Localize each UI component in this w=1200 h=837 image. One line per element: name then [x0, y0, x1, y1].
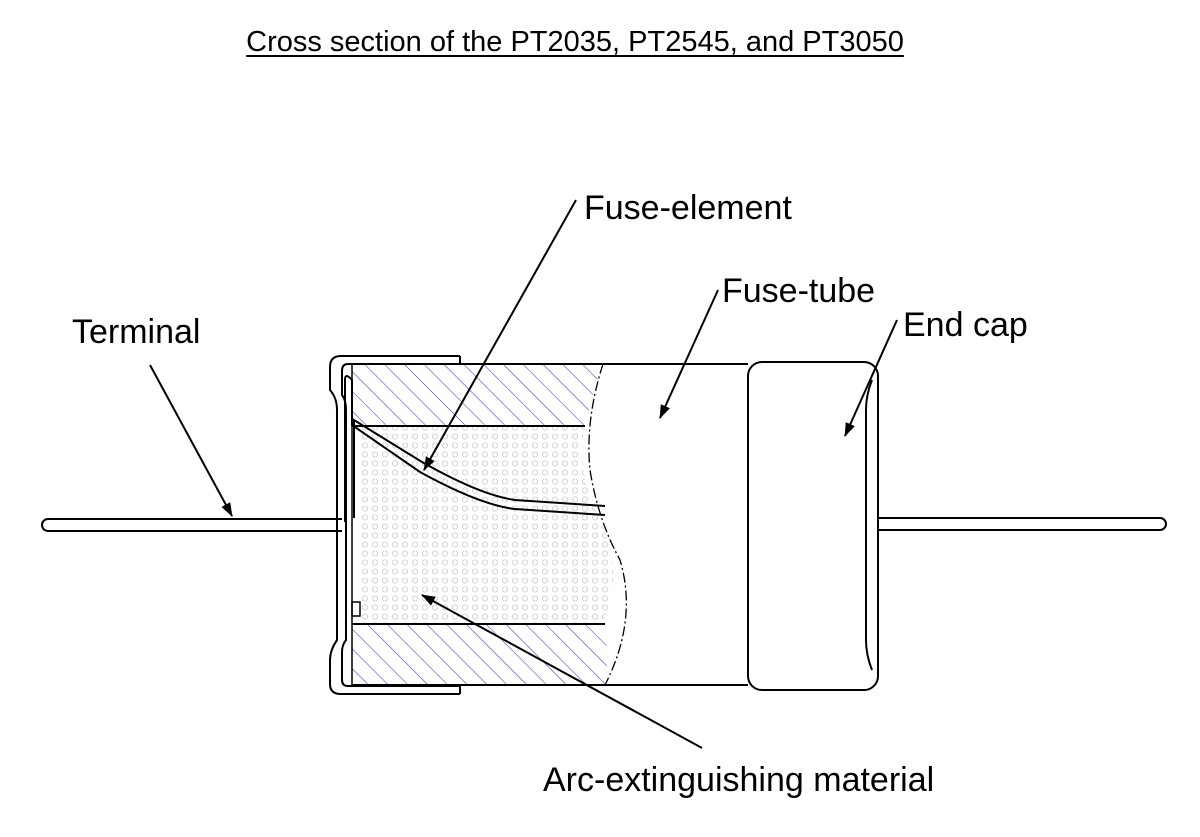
fuse-tube-label: Fuse-tube: [722, 272, 875, 310]
terminal-lead-right: [876, 517, 1167, 531]
terminal-leader: [149, 364, 233, 517]
end-cap-right: [747, 361, 879, 691]
fuse-tube-leader: [659, 289, 719, 419]
terminal-label: Terminal: [72, 313, 200, 351]
arc-material-leader: [421, 594, 703, 749]
end-cap-leader: [844, 319, 898, 437]
tube-wall-top: [352, 364, 603, 426]
leader-lines: [149, 199, 898, 749]
section-break-line: [588, 363, 627, 686]
fuse-element-wire: [344, 375, 606, 522]
page-title: Cross section of the PT2035, PT2545, and…: [246, 26, 904, 58]
arc-material-label: Arc-extinguishing material: [543, 761, 934, 799]
terminal-lead-left: [41, 518, 342, 532]
fuse-tube: [352, 363, 748, 686]
fuse-element-label: Fuse-element: [584, 189, 792, 227]
fuse-element-leader: [423, 199, 577, 471]
end-cap-label: End cap: [903, 306, 1028, 344]
arc-material-filling: [358, 426, 614, 624]
tube-wall-bottom: [352, 624, 608, 685]
